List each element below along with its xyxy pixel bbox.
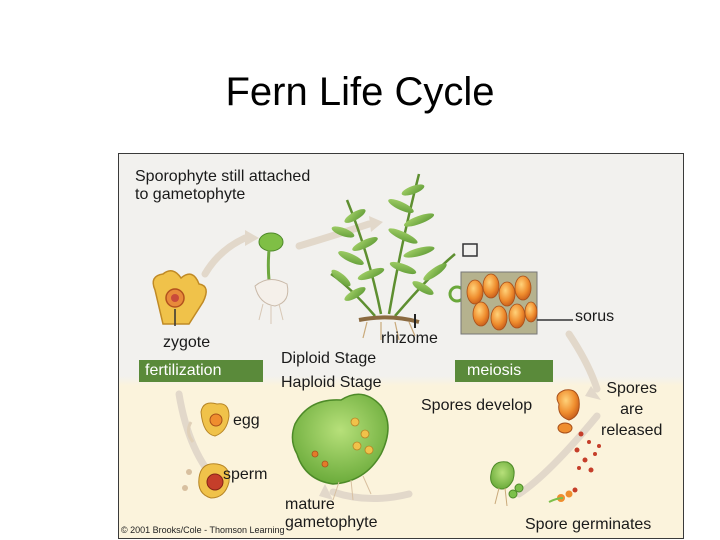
copyright-notice: © 2001 Brooks/Cole - Thomson Learning — [121, 525, 285, 535]
arrow-heads — [245, 216, 601, 500]
label-haploid-stage: Haploid Stage — [281, 374, 382, 391]
slide-title: Fern Life Cycle — [225, 70, 495, 114]
label-spore-germinates: Spore germinates — [525, 516, 652, 533]
mature-gametophyte-illustration — [291, 393, 389, 501]
label-egg: egg — [233, 412, 260, 429]
label-diploid-stage: Diploid Stage — [281, 350, 377, 367]
label-sorus: sorus — [575, 308, 615, 325]
sorus-closeup-illustration — [460, 271, 573, 335]
meiosis-bar: meiosis — [455, 360, 553, 382]
diagram-artwork — [152, 173, 601, 507]
fern-frond-illustration — [330, 173, 466, 341]
label-rhizome: rhizome — [381, 330, 438, 347]
label-mature-gametophyte: mature gametophyte — [285, 496, 378, 531]
spores-released-illustration — [556, 389, 601, 473]
fertilization-bar: fertilization — [139, 360, 263, 382]
callout-box — [462, 243, 478, 257]
label-spores-released: Spores are released — [601, 380, 663, 439]
label-zygote: zygote — [163, 334, 211, 351]
spore-germinates-illustration — [490, 461, 578, 507]
label-sperm: sperm — [223, 466, 268, 483]
label-spores-develop: Spores develop — [421, 397, 533, 414]
egg-illustration — [186, 402, 230, 443]
young-sporophyte-illustration — [254, 232, 289, 324]
sperm-illustration — [182, 463, 230, 499]
zygote-illustration — [152, 270, 207, 326]
life-cycle-diagram: Sporophyte still attached to gametophyte… — [118, 153, 684, 539]
label-sporophyte-attached: Sporophyte still attached to gametophyte — [135, 168, 311, 203]
